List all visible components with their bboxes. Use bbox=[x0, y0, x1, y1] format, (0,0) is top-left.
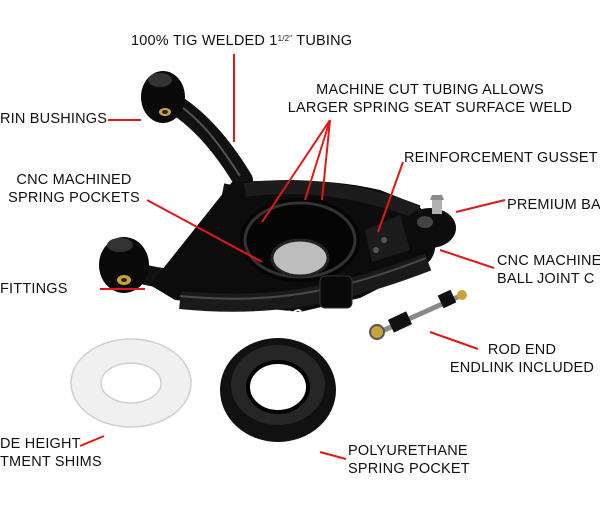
poly-spring-pocket bbox=[220, 338, 336, 442]
label-cnc-ball-joint: CNC MACHINE BALL JOINT C bbox=[497, 253, 600, 287]
label-rod-end: ROD END ENDLINK INCLUDED bbox=[449, 342, 595, 376]
control-arm: HOTCHKIS bbox=[99, 71, 456, 336]
label-poly-spring-pocket: POLYURETHANE SPRING POCKET bbox=[348, 443, 470, 477]
label-fittings: FITTINGS bbox=[0, 281, 68, 297]
leader-lines bbox=[79, 54, 506, 460]
height-shim bbox=[70, 338, 192, 428]
label-cnc-spring-pockets: CNC MACHINED SPRING POCKETS bbox=[8, 172, 140, 206]
label-height-shims: DE HEIGHT TMENT SHIMS bbox=[0, 436, 102, 470]
label-premium-ball-joint: PREMIUM BA bbox=[507, 197, 600, 213]
label-tig-welded: 100% TIG WELDED 11/2" TUBING bbox=[131, 33, 353, 49]
label-reinforcement-gusset: REINFORCEMENT GUSSET bbox=[404, 150, 598, 166]
rod-end-endlink bbox=[369, 289, 467, 340]
label-machine-cut: MACHINE CUT TUBING ALLOWS LARGER SPRING … bbox=[287, 82, 573, 116]
label-bushings: RIN BUSHINGS bbox=[0, 111, 108, 127]
